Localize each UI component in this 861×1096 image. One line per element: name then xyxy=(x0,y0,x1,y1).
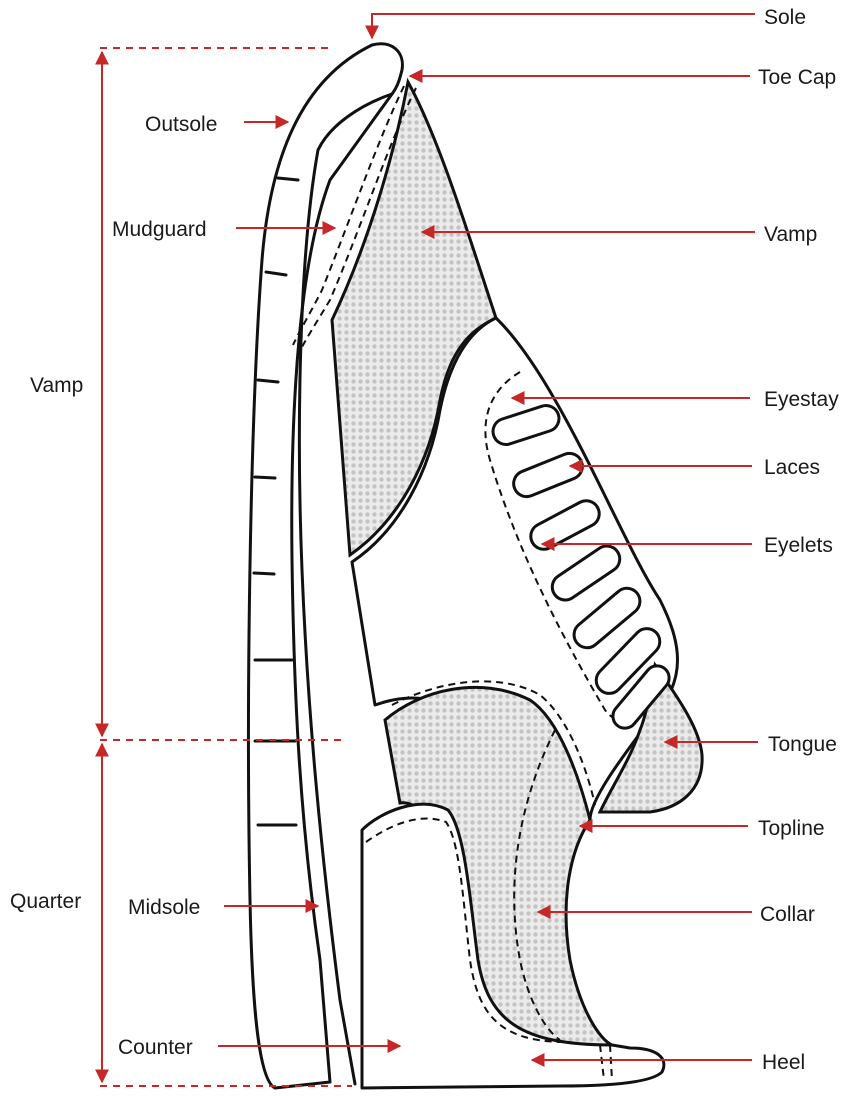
label-midsole: Midsole xyxy=(128,896,200,919)
label-eyestay: Eyestay xyxy=(764,388,839,411)
label-vamp-section: Vamp xyxy=(30,374,83,397)
label-outsole: Outsole xyxy=(145,113,217,136)
label-tongue: Tongue xyxy=(768,733,837,756)
label-mudguard: Mudguard xyxy=(112,218,207,241)
label-laces: Laces xyxy=(764,456,820,479)
label-vamp-part: Vamp xyxy=(764,223,817,246)
label-sole: Sole xyxy=(764,6,806,29)
label-collar: Collar xyxy=(760,903,815,926)
label-toe-cap: Toe Cap xyxy=(758,66,836,89)
sole-arrow xyxy=(372,14,755,38)
label-eyelets: Eyelets xyxy=(764,534,833,557)
label-heel: Heel xyxy=(762,1051,805,1074)
label-counter: Counter xyxy=(118,1036,193,1059)
shoe-illustration xyxy=(249,44,703,1088)
label-topline: Topline xyxy=(758,817,825,840)
label-quarter: Quarter xyxy=(10,890,81,913)
